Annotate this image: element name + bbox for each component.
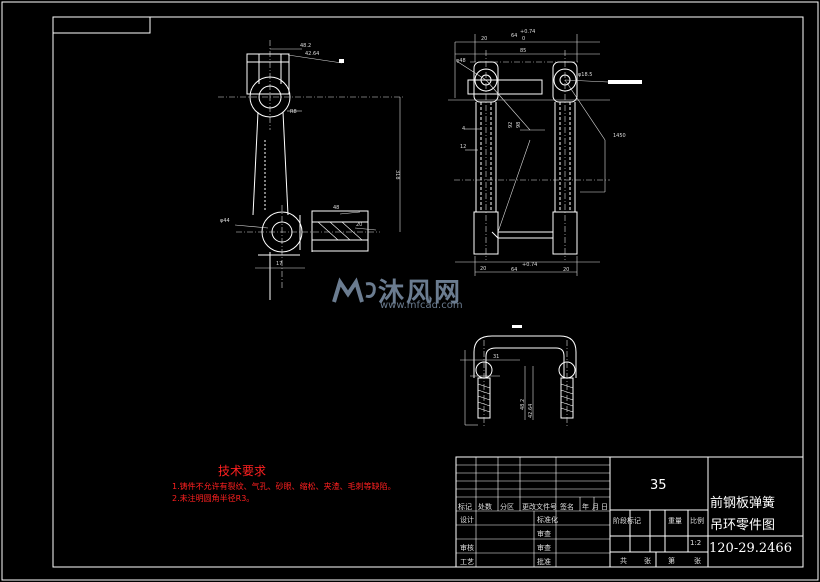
svg-text:+0.74: +0.74 [522,262,537,268]
svg-text:20: 20 [481,36,487,42]
label-standardize: 标准化 [537,516,558,524]
front-view [467,61,578,255]
label-stage-mark: 阶段标记 [613,517,641,525]
svg-text:φ18.5: φ18.5 [578,72,592,78]
bottom-u-inner [485,347,565,378]
svg-text:0: 0 [522,36,525,42]
front-view-dim-text: 20 64 +0.74 0 85 φ48 φ18.5 4 12 1450 92 … [456,29,626,273]
technical-requirements-title: 技术要求 [218,464,267,478]
svg-text:φ44: φ44 [220,218,230,224]
svg-text:φ48: φ48 [456,58,466,64]
svg-text:85: 85 [520,48,526,54]
label-ratio: 比例 [690,517,704,525]
label-total: 共 [620,557,627,565]
label-sheets: 张 [644,557,651,565]
label-sheet: 张 [694,557,701,565]
svg-text:98: 98 [516,122,522,128]
technical-requirement-1: 1.铸件不允许有裂纹、气孔、砂眼、缩松、夹渣、毛刺等缺陷。 [172,482,396,491]
svg-text:R8: R8 [290,109,297,115]
drawing-number: 120-29.2466 [709,541,792,556]
scale-value: 1:2 [690,539,702,547]
svg-text:+0.74: +0.74 [520,29,535,35]
svg-text:64: 64 [511,267,517,273]
svg-text:318: 318 [394,170,400,180]
svg-text:1450: 1450 [613,133,626,139]
svg-text:4: 4 [462,126,465,132]
label-sheet-no: 第 [668,557,675,565]
quantity-cell: 35 [650,478,667,493]
side-view-dim-text: 48.2 42.64 R8 φ44 318 17 48 20 [220,43,400,267]
inner-frame [52,16,804,568]
technical-requirement-2: 2.未注明圆角半径R3。 [172,494,255,503]
bottom-u-outer [473,335,577,378]
watermark-name: 沐风网 [378,278,463,308]
side-view [246,53,369,300]
label-approve: 批准 [537,558,551,566]
top-left-label-box [52,16,151,34]
svg-text:42.64: 42.64 [305,51,319,57]
drawing-name-line2: 吊环零件图 [710,518,776,533]
bottom-view-dimensions [460,340,568,428]
mfcad-logo-icon [332,277,376,303]
front-view-dimensions [448,34,610,276]
bottom-leader-mark [512,325,522,328]
svg-text:17: 17 [276,261,282,267]
drawing-name-line1: 前钢板弹簧 [710,496,776,511]
svg-text:64: 64 [511,33,517,39]
svg-text:48.2: 48.2 [520,399,526,410]
svg-text:31: 31 [493,354,499,360]
svg-text:48.2: 48.2 [300,43,311,49]
label-check: 审核 [460,544,474,552]
side-view-dimensions [218,40,405,290]
watermark-url: www.mfcad.com [380,300,463,311]
bottom-view-dim-text: 31 48.2 42.64 [493,354,534,418]
svg-text:92: 92 [508,122,514,128]
label-design: 设计 [460,516,474,524]
bottom-spring-seat [311,210,369,252]
svg-text:20: 20 [356,222,362,228]
label-review-2: 审查 [537,544,551,552]
svg-text:42.64: 42.64 [528,404,534,418]
svg-text:20: 20 [563,267,569,273]
front-leader-mark [608,80,642,84]
title-block [455,456,804,568]
front-pin [467,79,543,95]
svg-text:20: 20 [480,266,486,272]
label-process: 工艺 [460,558,474,566]
svg-text:48: 48 [333,205,339,211]
svg-text:12: 12 [460,144,466,150]
label-weight: 重量 [668,517,682,525]
label-review: 审查 [537,530,551,538]
leader-mark [339,59,344,63]
title-block-left-grid [456,457,610,567]
top-eye-block [246,53,290,95]
